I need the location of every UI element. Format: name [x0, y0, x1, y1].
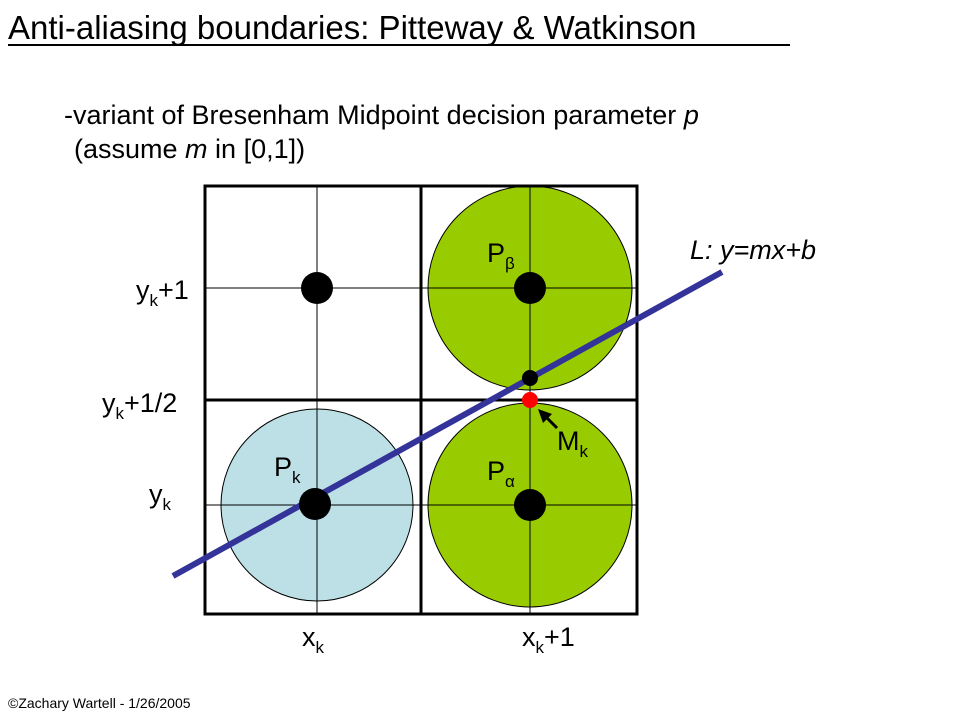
subtitle-line2-var: m: [185, 134, 208, 164]
line-intersection-dot: [522, 370, 538, 386]
subtitle-text: -variant of Bresenham Midpoint decision …: [64, 100, 684, 130]
label-y-k: yk: [149, 479, 172, 514]
label-p-alpha: Pα: [487, 456, 515, 491]
label-x-k-plus-1: xk+1: [522, 622, 575, 657]
line-l: [171, 269, 724, 579]
slide-subtitle: -variant of Bresenham Midpoint decision …: [64, 98, 699, 166]
subtitle-line2-prefix: (assume: [74, 134, 186, 164]
label-y-k-plus-1: yk+1: [136, 275, 189, 310]
subtitle-line2-suffix: in [0,1]): [207, 134, 306, 164]
label-m-k: Mk: [557, 426, 589, 461]
pixel-center-xk1-yk: [514, 489, 546, 521]
label-y-k-plus-half: yk+1/2: [102, 388, 177, 423]
subtitle-param: p: [683, 100, 699, 130]
midpoint-dot: [522, 392, 538, 408]
title-underline: [8, 44, 790, 46]
line-label: L: y=mx+b: [690, 235, 816, 265]
label-p-k: Pk: [274, 452, 301, 487]
pixel-center-xk-yk1: [301, 272, 333, 304]
subtitle-line2: (assume m in [0,1]): [64, 132, 699, 166]
slide-title: Anti-aliasing boundaries: Pitteway & Wat…: [8, 9, 697, 46]
label-p-beta: Pβ: [487, 238, 515, 273]
label-x-k: xk: [302, 622, 325, 657]
midpoint-arrowhead: [538, 409, 552, 423]
pixel-center-xk1-yk1: [514, 272, 546, 304]
copyright-footer: ©Zachary Wartell - 1/26/2005: [8, 695, 191, 711]
pixel-center-xk-yk: [299, 488, 331, 520]
